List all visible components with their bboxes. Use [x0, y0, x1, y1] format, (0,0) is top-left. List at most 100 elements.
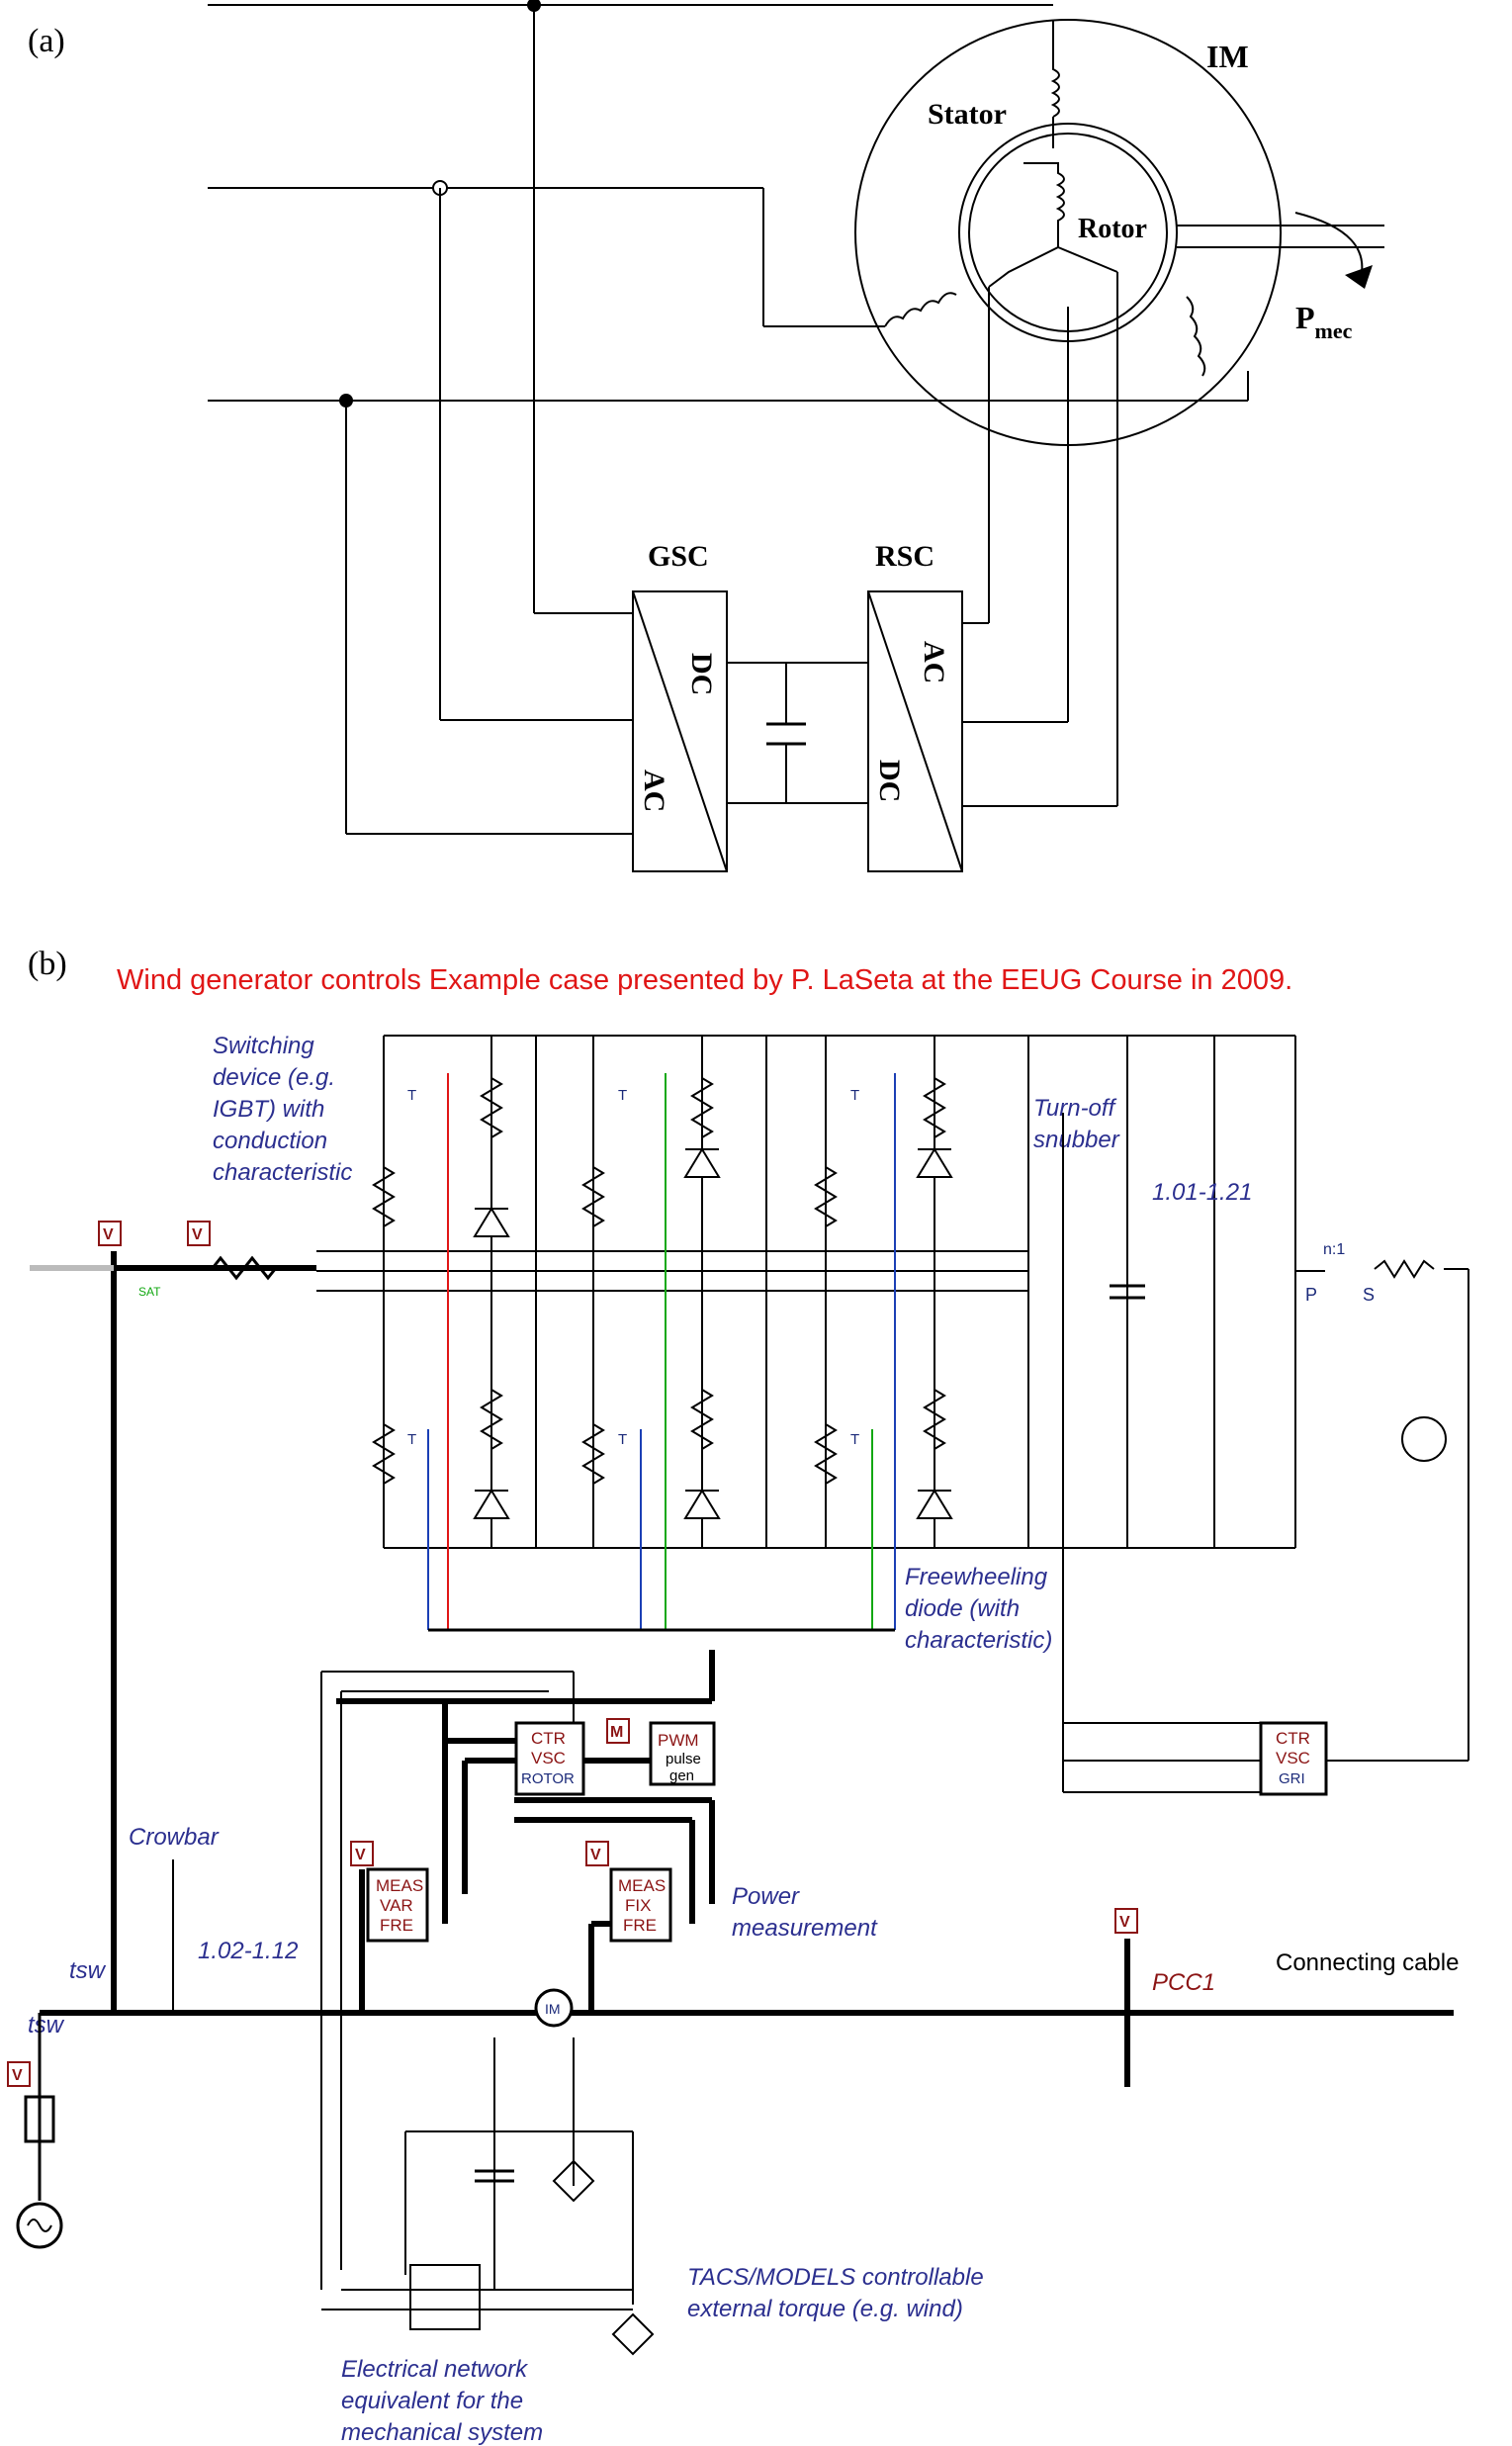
svg-text:V: V: [192, 1226, 203, 1243]
rotor-winding-top: [1023, 162, 1065, 247]
resistor: [923, 1389, 946, 1450]
svg-text:T: T: [618, 1087, 627, 1104]
panel-b-title: Wind generator controls Example case pre…: [117, 964, 1292, 996]
svg-text:T: T: [407, 1431, 416, 1448]
svg-text:CTR VSC: CTR VSC: [1276, 1729, 1315, 1767]
resistor: [690, 1077, 714, 1138]
xfmr-p: P: [1305, 1285, 1317, 1305]
stator-label: Stator: [928, 98, 1007, 131]
rsc-dc-label: DC: [873, 760, 906, 802]
svg-text:V: V: [355, 1847, 366, 1863]
gsc-box: [632, 590, 728, 872]
diode: [916, 1147, 953, 1178]
rsc-ac-label: AC: [918, 641, 950, 683]
resistor: [814, 1423, 838, 1485]
note-turnoff-snubber: Turn-off snubber: [1033, 1095, 1121, 1153]
current-source-icon: [1401, 1416, 1447, 1462]
meas-var-fre-block: [366, 1867, 429, 1943]
resistor: [1374, 1259, 1435, 1279]
connecting-cable-label: Connecting cable: [1276, 1949, 1459, 1976]
gsc-dc-label: DC: [685, 653, 718, 695]
svg-text:T: T: [618, 1431, 627, 1448]
voltmeter-icon: [187, 1221, 211, 1246]
note-switching-device: Switching device (e.g. IGBT) with conduc…: [213, 1033, 352, 1186]
meter-m-icon: [606, 1718, 630, 1744]
diode: [473, 1489, 510, 1519]
pmec-label: Pmec: [1295, 300, 1353, 343]
tap-label-2: 1.02-1.12: [198, 1938, 298, 1964]
svg-text:M: M: [610, 1724, 623, 1741]
resistor: [372, 1423, 396, 1485]
stator-winding-top: [1050, 20, 1060, 118]
switch-box: [24, 2095, 55, 2143]
svg-text:ROTOR: ROTOR: [521, 1770, 575, 1787]
resistor: [480, 1389, 503, 1450]
svg-text:MEAS FIX FRE: MEAS FIX FRE: [618, 1876, 670, 1935]
tsw-label-2: tsw: [28, 2012, 65, 2038]
diode: [473, 1207, 510, 1237]
meas-fix-fre-block: [609, 1867, 672, 1943]
panel-a-label: (a): [28, 23, 65, 59]
im-label: IM: [1206, 39, 1249, 74]
panel-a: (a) IM Stator Rotor Pmec: [28, 0, 1384, 872]
pcc-label: PCC1: [1152, 1969, 1215, 1996]
svg-text:T: T: [407, 1087, 416, 1104]
xfmr-s: S: [1363, 1285, 1375, 1305]
svg-text:PWM: PWM: [658, 1731, 699, 1750]
panel-b-label: (b): [28, 946, 67, 982]
induction-machine-icon: [534, 1988, 574, 2028]
controlled-source-icon: [552, 2159, 595, 2203]
note-freewheeling-diode: Freewheeling diode (with characteristic): [905, 1564, 1054, 1654]
gsc-ac-label: AC: [638, 770, 670, 812]
resistor: [814, 1166, 838, 1227]
gsc-label: GSC: [648, 540, 709, 573]
rsc-label: RSC: [875, 540, 934, 573]
note-tacs-models: TACS/MODELS controllable external torque…: [687, 2264, 990, 2322]
note-power-measurement: Power measurement: [732, 1883, 878, 1942]
voltmeter-icon: [585, 1841, 609, 1866]
note-crowbar: Crowbar: [129, 1824, 220, 1851]
svg-text:MEAS VAR FRE: MEAS VAR FRE: [376, 1876, 428, 1935]
svg-text:T: T: [850, 1087, 859, 1104]
voltmeter-icon: [350, 1841, 374, 1866]
diode: [683, 1489, 721, 1519]
voltmeter-icon: [1114, 1908, 1138, 1934]
svg-text:V: V: [103, 1226, 114, 1243]
resistor: [372, 1166, 396, 1227]
svg-text:T: T: [850, 1431, 859, 1448]
diode: [683, 1147, 721, 1178]
tsw-label-1: tsw: [69, 1957, 107, 1984]
rotor-label: Rotor: [1078, 214, 1147, 244]
svg-text:V: V: [12, 2067, 23, 2084]
voltmeter-icon: [98, 1221, 122, 1246]
mechanical-system-block: [409, 2264, 481, 2330]
svg-text:CTR VSC: CTR VSC: [531, 1729, 571, 1767]
torque-source-icon: [611, 2312, 655, 2356]
stator-winding-right: [1186, 296, 1206, 377]
xfmr-ratio: n:1: [1323, 1241, 1345, 1258]
rsc-box: [867, 590, 963, 872]
resistor: [480, 1077, 503, 1138]
torque-arrowhead: [1345, 265, 1373, 289]
tap-label-1: 1.01-1.21: [1152, 1179, 1252, 1206]
ac-source-icon: [16, 2202, 63, 2249]
resistor: [211, 1255, 278, 1281]
sat-label: SAT: [138, 1285, 161, 1299]
svg-text:GRI: GRI: [1279, 1770, 1305, 1787]
svg-text:pulse gen: pulse gen: [666, 1751, 705, 1784]
note-electrical-network: Electrical network equivalent for the me…: [341, 2356, 543, 2446]
panel-b: (b) Wind generator controls Example case…: [7, 946, 1469, 2446]
svg-text:IM: IM: [545, 2001, 561, 2017]
resistor: [581, 1166, 605, 1227]
svg-text:V: V: [1119, 1914, 1130, 1931]
resistor: [581, 1423, 605, 1485]
ctr-vsc-gri-block: [1259, 1721, 1328, 1796]
pwm-block: [649, 1721, 716, 1786]
stator-winding-left: [884, 292, 957, 327]
svg-text:V: V: [590, 1847, 601, 1863]
diode: [916, 1489, 953, 1519]
voltmeter-icon: [7, 2061, 31, 2087]
resistor: [690, 1389, 714, 1450]
resistor: [923, 1077, 946, 1138]
